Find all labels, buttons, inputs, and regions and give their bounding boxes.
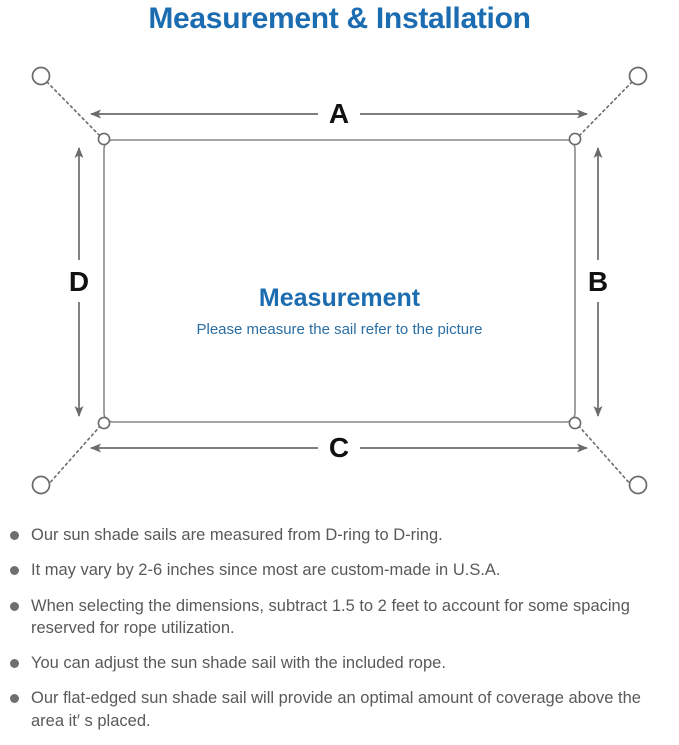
bullet-icon — [10, 694, 19, 704]
page-title: Measurement & Installation — [148, 2, 531, 35]
dimension-label-a: A — [329, 98, 349, 129]
note-text: It may vary by 2-6 inches since most are… — [31, 561, 501, 580]
bullet-icon — [10, 531, 19, 540]
bullet-icon — [10, 601, 19, 611]
note-text: When selecting the dimensions, subtract … — [31, 596, 630, 637]
sail-outline — [103, 139, 576, 423]
bullet-icon — [10, 566, 19, 576]
rope-lines — [46, 81, 633, 487]
list-item: Our sun shade sails are measured from D-… — [10, 524, 665, 546]
rope-bottom-right — [576, 423, 633, 487]
measurement-subtitle: Please measure the sail refer to the pic… — [196, 321, 483, 338]
note-text: Our flat-edged sun shade sail will provi… — [31, 689, 641, 730]
list-item: You can adjust the sun shade sail with t… — [10, 652, 665, 674]
anchor-ring-top-right — [628, 66, 648, 86]
dimension-label-c: C — [329, 432, 349, 463]
anchor-ring-bottom-right — [628, 475, 648, 495]
sun-shade-sail-measurement-diagram: A C D B Measurement Please measure the s… — [0, 44, 679, 514]
d-ring-bottom-left — [97, 416, 111, 430]
anchor-ring-bottom-left — [31, 475, 51, 495]
anchor-rings — [31, 66, 648, 495]
dimension-label-b: B — [588, 266, 608, 297]
bullet-icon — [10, 659, 19, 669]
d-rings — [97, 132, 582, 430]
rope-bottom-left — [46, 423, 103, 487]
d-ring-bottom-right — [568, 416, 582, 430]
note-text: Our sun shade sails are measured from D-… — [31, 526, 443, 544]
anchor-ring-top-left — [31, 66, 51, 86]
list-item: When selecting the dimensions, subtract … — [10, 595, 665, 640]
d-ring-top-right — [568, 132, 582, 146]
rope-top-right — [576, 81, 633, 139]
dimension-label-d: D — [69, 266, 89, 297]
measurement-heading: Measurement — [258, 284, 421, 312]
d-ring-top-left — [97, 132, 111, 146]
list-item: It may vary by 2-6 inches since most are… — [10, 559, 665, 581]
note-text: You can adjust the sun shade sail with t… — [31, 654, 446, 673]
notes-list: Our sun shade sails are measured from D-… — [0, 524, 679, 745]
rope-top-left — [46, 81, 103, 139]
list-item: Our flat-edged sun shade sail will provi… — [10, 687, 665, 732]
